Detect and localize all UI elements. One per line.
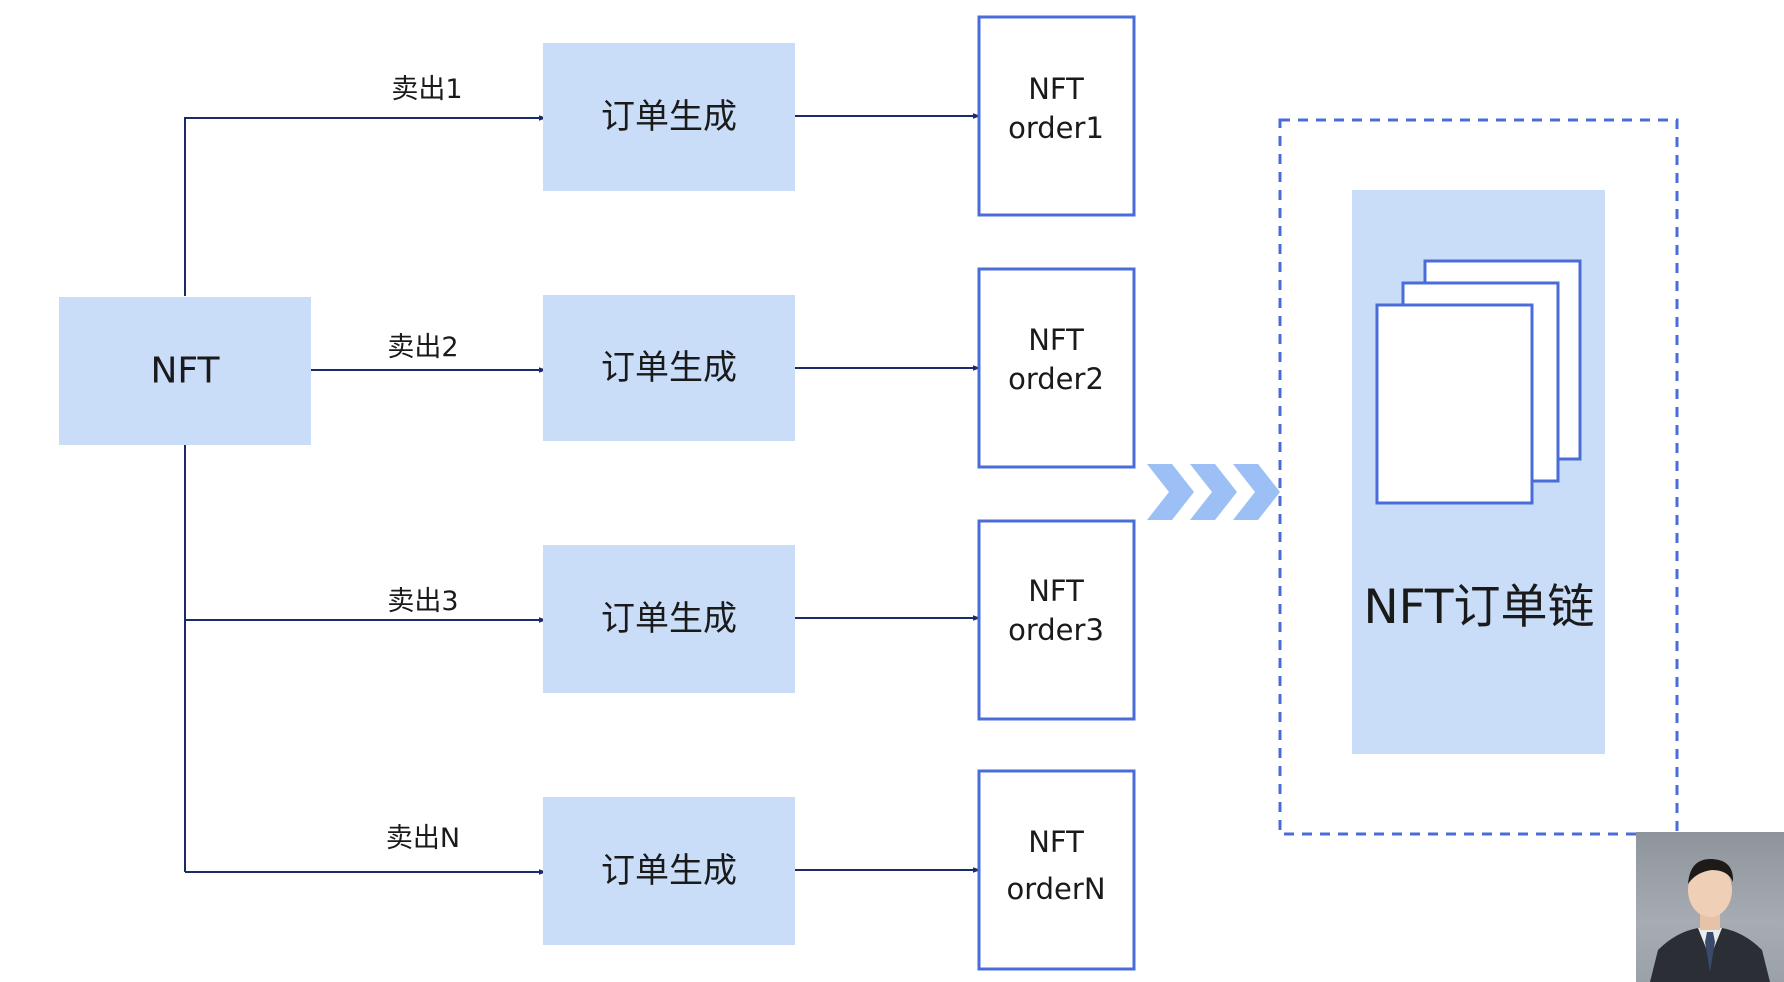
order-box-2: NFT order2 (977, 267, 1136, 469)
presenter-video-thumbnail (1636, 832, 1784, 982)
process-node-label: 订单生成 (601, 851, 737, 891)
order-box-title: NFT (1028, 72, 1084, 106)
order-box-title: NFT (1028, 825, 1084, 859)
edge-label-sell-1: 卖出1 (391, 74, 462, 105)
edge-label-sell-2: 卖出2 (387, 332, 458, 363)
process-node-2: 订单生成 (543, 295, 795, 441)
process-node-label: 订单生成 (601, 348, 737, 388)
process-node-label: 订单生成 (601, 599, 737, 639)
presenter-silhouette-icon (1650, 858, 1770, 982)
chain-label: NFT订单链 (1363, 580, 1594, 635)
source-node: NFT (59, 297, 311, 445)
process-node-n: 订单生成 (543, 797, 795, 945)
order-box-3: NFT order3 (977, 519, 1136, 721)
edge-sell-1 (184, 115, 547, 296)
order-box-id: order2 (1008, 362, 1104, 396)
order-box-id: orderN (1006, 872, 1105, 906)
stacked-documents-icon (1375, 259, 1582, 505)
order-box-1: NFT order1 (977, 15, 1136, 217)
edge-label-sell-n: 卖出N (386, 823, 460, 854)
order-box-n: NFT orderN (977, 769, 1136, 971)
connector-lines (184, 113, 981, 875)
edge-label-sell-3: 卖出3 (387, 586, 458, 617)
process-node-1: 订单生成 (543, 43, 795, 191)
source-node-label: NFT (151, 351, 221, 392)
order-box-title: NFT (1028, 574, 1084, 608)
process-node-3: 订单生成 (543, 545, 795, 693)
chain-container: NFT订单链 (1278, 118, 1679, 836)
process-node-label: 订单生成 (601, 97, 737, 137)
triple-chevron-right-icon (1147, 464, 1280, 520)
order-box-id: order3 (1008, 613, 1104, 647)
order-box-id: order1 (1008, 111, 1104, 145)
order-box-title: NFT (1028, 323, 1084, 357)
